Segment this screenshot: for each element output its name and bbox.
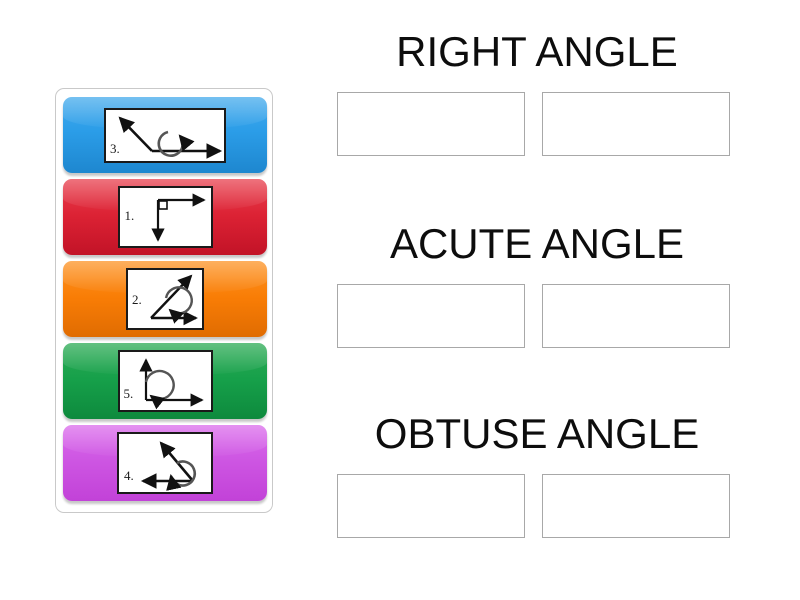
card-number-label: 5.: [123, 386, 134, 401]
category-group-right-angle: RIGHT ANGLE: [337, 28, 737, 157]
dropzone-obtuse-angle-2[interactable]: [542, 474, 730, 539]
category-group-acute-angle: ACUTE ANGLE: [337, 220, 737, 349]
dropzone-row: [337, 92, 737, 157]
answer-tray: 3. 1.: [55, 88, 273, 513]
draggable-card-3[interactable]: 3.: [63, 97, 267, 173]
dropzone-row: [337, 284, 737, 349]
category-group-obtuse-angle: OBTUSE ANGLE: [337, 410, 737, 539]
dropzone-right-angle-2[interactable]: [542, 92, 730, 157]
right-angle-diagram: 5.: [117, 350, 213, 412]
obtuse-angle-diagram: 3.: [104, 107, 226, 163]
card-number-label: 2.: [132, 292, 142, 307]
card-number-label: 3.: [110, 140, 120, 156]
dropzone-obtuse-angle-1[interactable]: [337, 474, 525, 539]
draggable-card-2[interactable]: 2.: [63, 261, 267, 337]
draggable-card-4[interactable]: 4.: [63, 425, 267, 501]
dropzone-right-angle-1[interactable]: [337, 92, 525, 157]
card-number-label: 1.: [124, 208, 135, 223]
right-angle-diagram: 1.: [117, 186, 213, 248]
category-title: ACUTE ANGLE: [389, 220, 685, 267]
category-title: RIGHT ANGLE: [396, 28, 678, 75]
dropzone-acute-angle-1[interactable]: [337, 284, 525, 349]
dropzone-acute-angle-2[interactable]: [542, 284, 730, 349]
obtuse-angle-diagram: 4.: [117, 432, 213, 494]
dropzone-row: [337, 474, 737, 539]
draggable-card-5[interactable]: 5.: [63, 343, 267, 419]
card-number-label: 4.: [124, 468, 134, 483]
category-title: OBTUSE ANGLE: [374, 410, 700, 457]
acute-angle-diagram: 2.: [126, 268, 204, 330]
draggable-card-1[interactable]: 1.: [63, 179, 267, 255]
